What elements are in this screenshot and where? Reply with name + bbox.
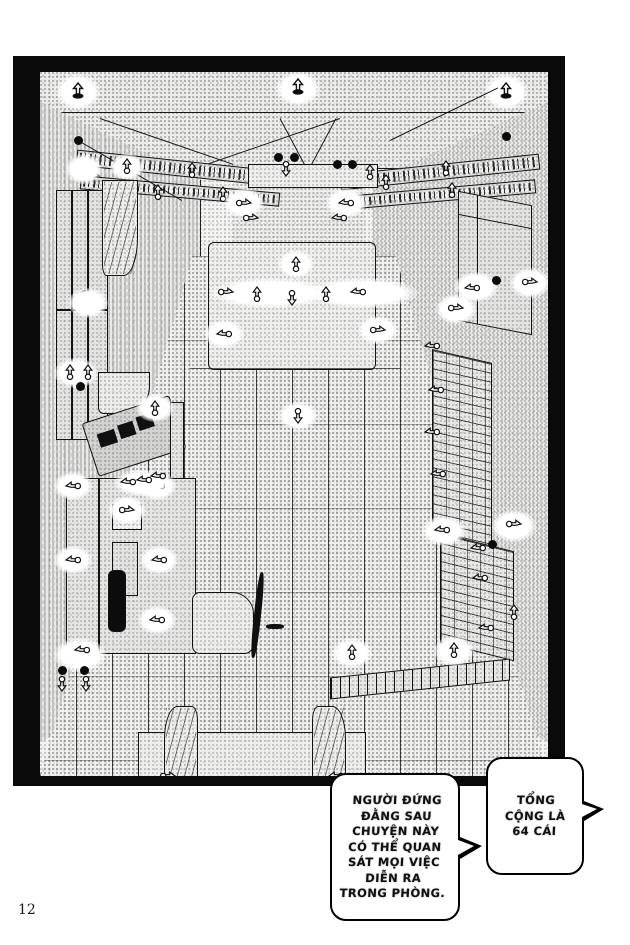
- camera-pin-arrow[interactable]: [62, 363, 78, 381]
- camera-pin-arrow[interactable]: [147, 399, 163, 417]
- speech-balloon-observer-text: NGƯỜI ĐỨNG ĐẰNG SAU CHUYỆN NÀY CÓ THỂ QU…: [339, 792, 446, 900]
- camera-pin-arrow[interactable]: [80, 363, 96, 381]
- ceiling-panel-center: [248, 164, 378, 188]
- camera-pin-arrow[interactable]: [119, 474, 137, 490]
- camera-pin-arrow[interactable]: [318, 285, 334, 303]
- camera-pin-arrow[interactable]: [249, 285, 265, 303]
- rafter-line: [46, 112, 546, 113]
- camera-pin-arrow[interactable]: [184, 161, 200, 179]
- camera-pin-arrow[interactable]: [477, 620, 495, 636]
- camera-pin-arrow[interactable]: [369, 322, 387, 338]
- camera-pin-arrow[interactable]: [444, 181, 460, 199]
- camera-pin-arrow[interactable]: [64, 478, 82, 494]
- camera-dot[interactable]: [273, 152, 283, 162]
- bed-curtain-right: [312, 706, 346, 776]
- camera-dot[interactable]: [75, 381, 85, 391]
- camera-dot[interactable]: [491, 275, 501, 285]
- camera-dot[interactable]: [487, 539, 497, 549]
- camera-pin-arrow[interactable]: [433, 522, 451, 538]
- camera-pin-arrow[interactable]: [438, 159, 454, 177]
- camera-pin-arrow[interactable]: [362, 163, 378, 181]
- camera-pin-arrow[interactable]: [521, 274, 539, 290]
- camera-pin-arrow[interactable]: [349, 284, 367, 300]
- speech-balloon-tail: [582, 801, 604, 821]
- camera-pin-arrow[interactable]: [148, 612, 166, 628]
- camera-pin-arrow[interactable]: [235, 195, 253, 211]
- camera-pin-arrow[interactable]: [344, 643, 360, 661]
- camera-pin-arrow[interactable]: [118, 502, 136, 518]
- camera-pin-arrow[interactable]: [83, 168, 101, 184]
- speech-balloon-total[interactable]: TỔNG CỘNG LÀ 64 CÁI: [486, 757, 604, 875]
- table-front-edge: [190, 368, 400, 369]
- camera-pin-arrow[interactable]: [506, 603, 522, 621]
- right-window-panel: [458, 190, 532, 336]
- bed-curtain-left: [164, 706, 198, 776]
- panel-artwork: [40, 72, 548, 776]
- telephone-handset: [108, 570, 126, 632]
- camera-pin-arrow[interactable]: [288, 255, 304, 273]
- camera-pin-arrow[interactable]: [68, 81, 88, 102]
- room-scene: [40, 72, 548, 776]
- camera-pin-arrow[interactable]: [242, 210, 260, 226]
- camera-pin-arrow[interactable]: [469, 540, 487, 556]
- camera-pin-arrow[interactable]: [217, 284, 235, 300]
- camera-pin-arrow[interactable]: [149, 468, 167, 484]
- camera-pin-arrow[interactable]: [135, 472, 153, 488]
- speech-balloon-observer[interactable]: NGƯỜI ĐỨNG ĐẰNG SAU CHUYỆN NÀY CÓ THỂ QU…: [330, 773, 482, 921]
- camera-pin-arrow[interactable]: [505, 516, 523, 532]
- camera-dot[interactable]: [289, 152, 299, 162]
- left-window-curtain: [102, 180, 138, 276]
- camera-pin-arrow[interactable]: [471, 570, 489, 586]
- camera-pin-arrow[interactable]: [423, 424, 441, 440]
- camera-pin-arrow[interactable]: [150, 552, 168, 568]
- camera-pin-arrow[interactable]: [159, 768, 177, 776]
- speech-balloon-total-text: TỔNG CỘNG LÀ 64 CÁI: [504, 792, 566, 838]
- camera-pin-arrow[interactable]: [290, 407, 306, 425]
- camera-dot[interactable]: [501, 131, 511, 141]
- chair-seat: [192, 592, 254, 654]
- camera-pin-arrow[interactable]: [64, 552, 82, 568]
- camera-pin-arrow[interactable]: [215, 185, 231, 203]
- camera-pin-arrow[interactable]: [150, 183, 166, 201]
- camera-pin-arrow[interactable]: [78, 675, 94, 693]
- camera-dot[interactable]: [57, 665, 67, 675]
- page-number: 12: [18, 902, 36, 918]
- camera-pin-arrow[interactable]: [278, 160, 294, 178]
- manga-panel: [13, 56, 565, 786]
- camera-pin-arrow[interactable]: [288, 77, 308, 98]
- camera-dot[interactable]: [332, 159, 342, 169]
- camera-pin-arrow[interactable]: [429, 466, 447, 482]
- cabinet-door-line: [98, 478, 100, 654]
- camera-pin-arrow[interactable]: [337, 195, 355, 211]
- speech-balloon-tail: [458, 837, 482, 859]
- camera-pin-arrow[interactable]: [215, 326, 233, 342]
- chair-leg: [266, 624, 284, 629]
- camera-pin-arrow[interactable]: [423, 338, 441, 354]
- camera-dot[interactable]: [347, 159, 357, 169]
- camera-pin-arrow[interactable]: [446, 641, 462, 659]
- camera-pin-arrow[interactable]: [330, 210, 348, 226]
- camera-pin-arrow[interactable]: [463, 280, 481, 296]
- camera-dot[interactable]: [79, 665, 89, 675]
- camera-pin-arrow[interactable]: [496, 81, 516, 102]
- camera-pin-arrow[interactable]: [447, 300, 465, 316]
- camera-pin-arrow[interactable]: [378, 173, 394, 191]
- camera-pin-arrow[interactable]: [119, 157, 135, 175]
- camera-pin-arrow[interactable]: [73, 642, 91, 658]
- camera-dot[interactable]: [79, 289, 89, 299]
- camera-pin-arrow[interactable]: [284, 289, 300, 307]
- camera-dot[interactable]: [73, 135, 83, 145]
- camera-pin-arrow[interactable]: [427, 382, 445, 398]
- camera-pin-arrow[interactable]: [54, 675, 70, 693]
